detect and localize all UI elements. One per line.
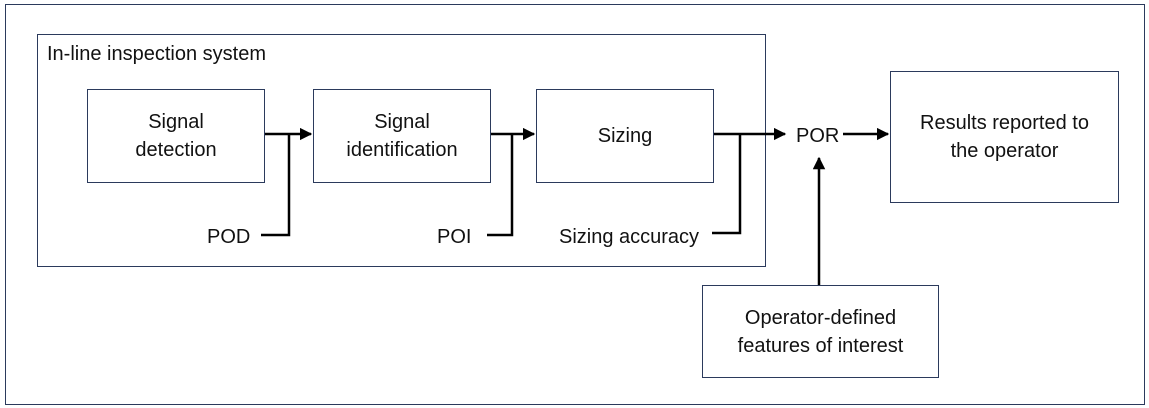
poi-label: POI — [437, 226, 472, 248]
signal-identification-box: Signal identification — [313, 89, 491, 183]
sizing-label: Sizing — [597, 125, 653, 147]
operator-features-box: Operator-defined features of interest — [702, 285, 939, 378]
sizing-box: Sizing — [536, 89, 714, 183]
inspection-system-title: In-line inspection system — [47, 43, 266, 65]
sizing-accuracy-connector — [712, 134, 742, 235]
results-box: Results reported to the operator — [890, 71, 1119, 203]
signal-detection-label: Signal detection — [135, 111, 217, 161]
poi-connector — [487, 134, 514, 237]
pod-label: POD — [207, 226, 251, 248]
pod-connector — [261, 134, 291, 237]
sizing-accuracy-label: Sizing accuracy — [559, 226, 700, 248]
signal-detection-box: Signal detection — [87, 89, 265, 183]
signal-identification-label: Signal identification — [346, 111, 458, 161]
inspection-system-frame — [37, 34, 766, 267]
results-label: Results reported to the operator — [920, 112, 1089, 162]
por-label: POR — [796, 125, 840, 147]
operator-features-label: Operator-defined features of interest — [737, 306, 904, 357]
outer-frame — [5, 4, 1145, 405]
